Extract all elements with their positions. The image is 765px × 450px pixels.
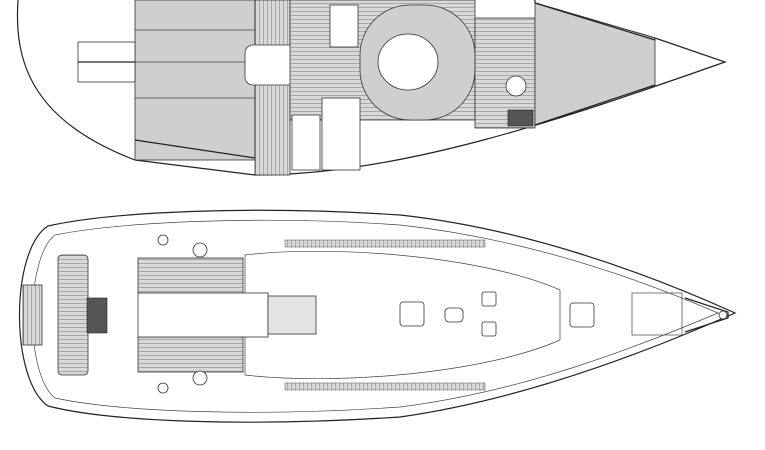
- winch-icon: [192, 370, 208, 386]
- companionway-hatch: [267, 295, 317, 335]
- swim-platform: [22, 284, 43, 346]
- winch-icon: [192, 242, 208, 258]
- side-deck-port: [284, 239, 486, 248]
- cockpit-bench-port: [137, 257, 244, 294]
- helm-grate: [86, 297, 108, 334]
- bow-fitting: [684, 297, 729, 333]
- interior-layout-view: [16, 0, 727, 176]
- cockpit-bench-starboard: [137, 336, 244, 373]
- hatch: [481, 291, 497, 307]
- hatch: [481, 321, 497, 337]
- companionway-floor: [254, 0, 291, 176]
- winch-icon: [157, 382, 169, 394]
- deck-hull-outline: [19, 209, 737, 423]
- aft-cabin-berth: [134, 0, 256, 161]
- forward-hatch: [569, 302, 595, 328]
- side-deck-starboard: [284, 382, 486, 391]
- head-compartment: [474, 17, 536, 129]
- anchor-locker: [631, 292, 683, 336]
- settee: [291, 114, 321, 171]
- deck-plan-view: [19, 209, 737, 423]
- hatch: [399, 301, 425, 327]
- mast-step: [444, 307, 464, 323]
- table-center: [377, 33, 439, 91]
- galley-sink: [329, 4, 359, 48]
- cockpit-seats: [57, 254, 89, 376]
- settee-2: [321, 97, 361, 171]
- toilet: [505, 75, 527, 97]
- deck-edge: [32, 219, 719, 413]
- coachroof: [244, 251, 561, 379]
- cockpit-table: [137, 292, 269, 338]
- interior-hull-outline: [16, 0, 727, 176]
- winch-icon: [157, 234, 169, 246]
